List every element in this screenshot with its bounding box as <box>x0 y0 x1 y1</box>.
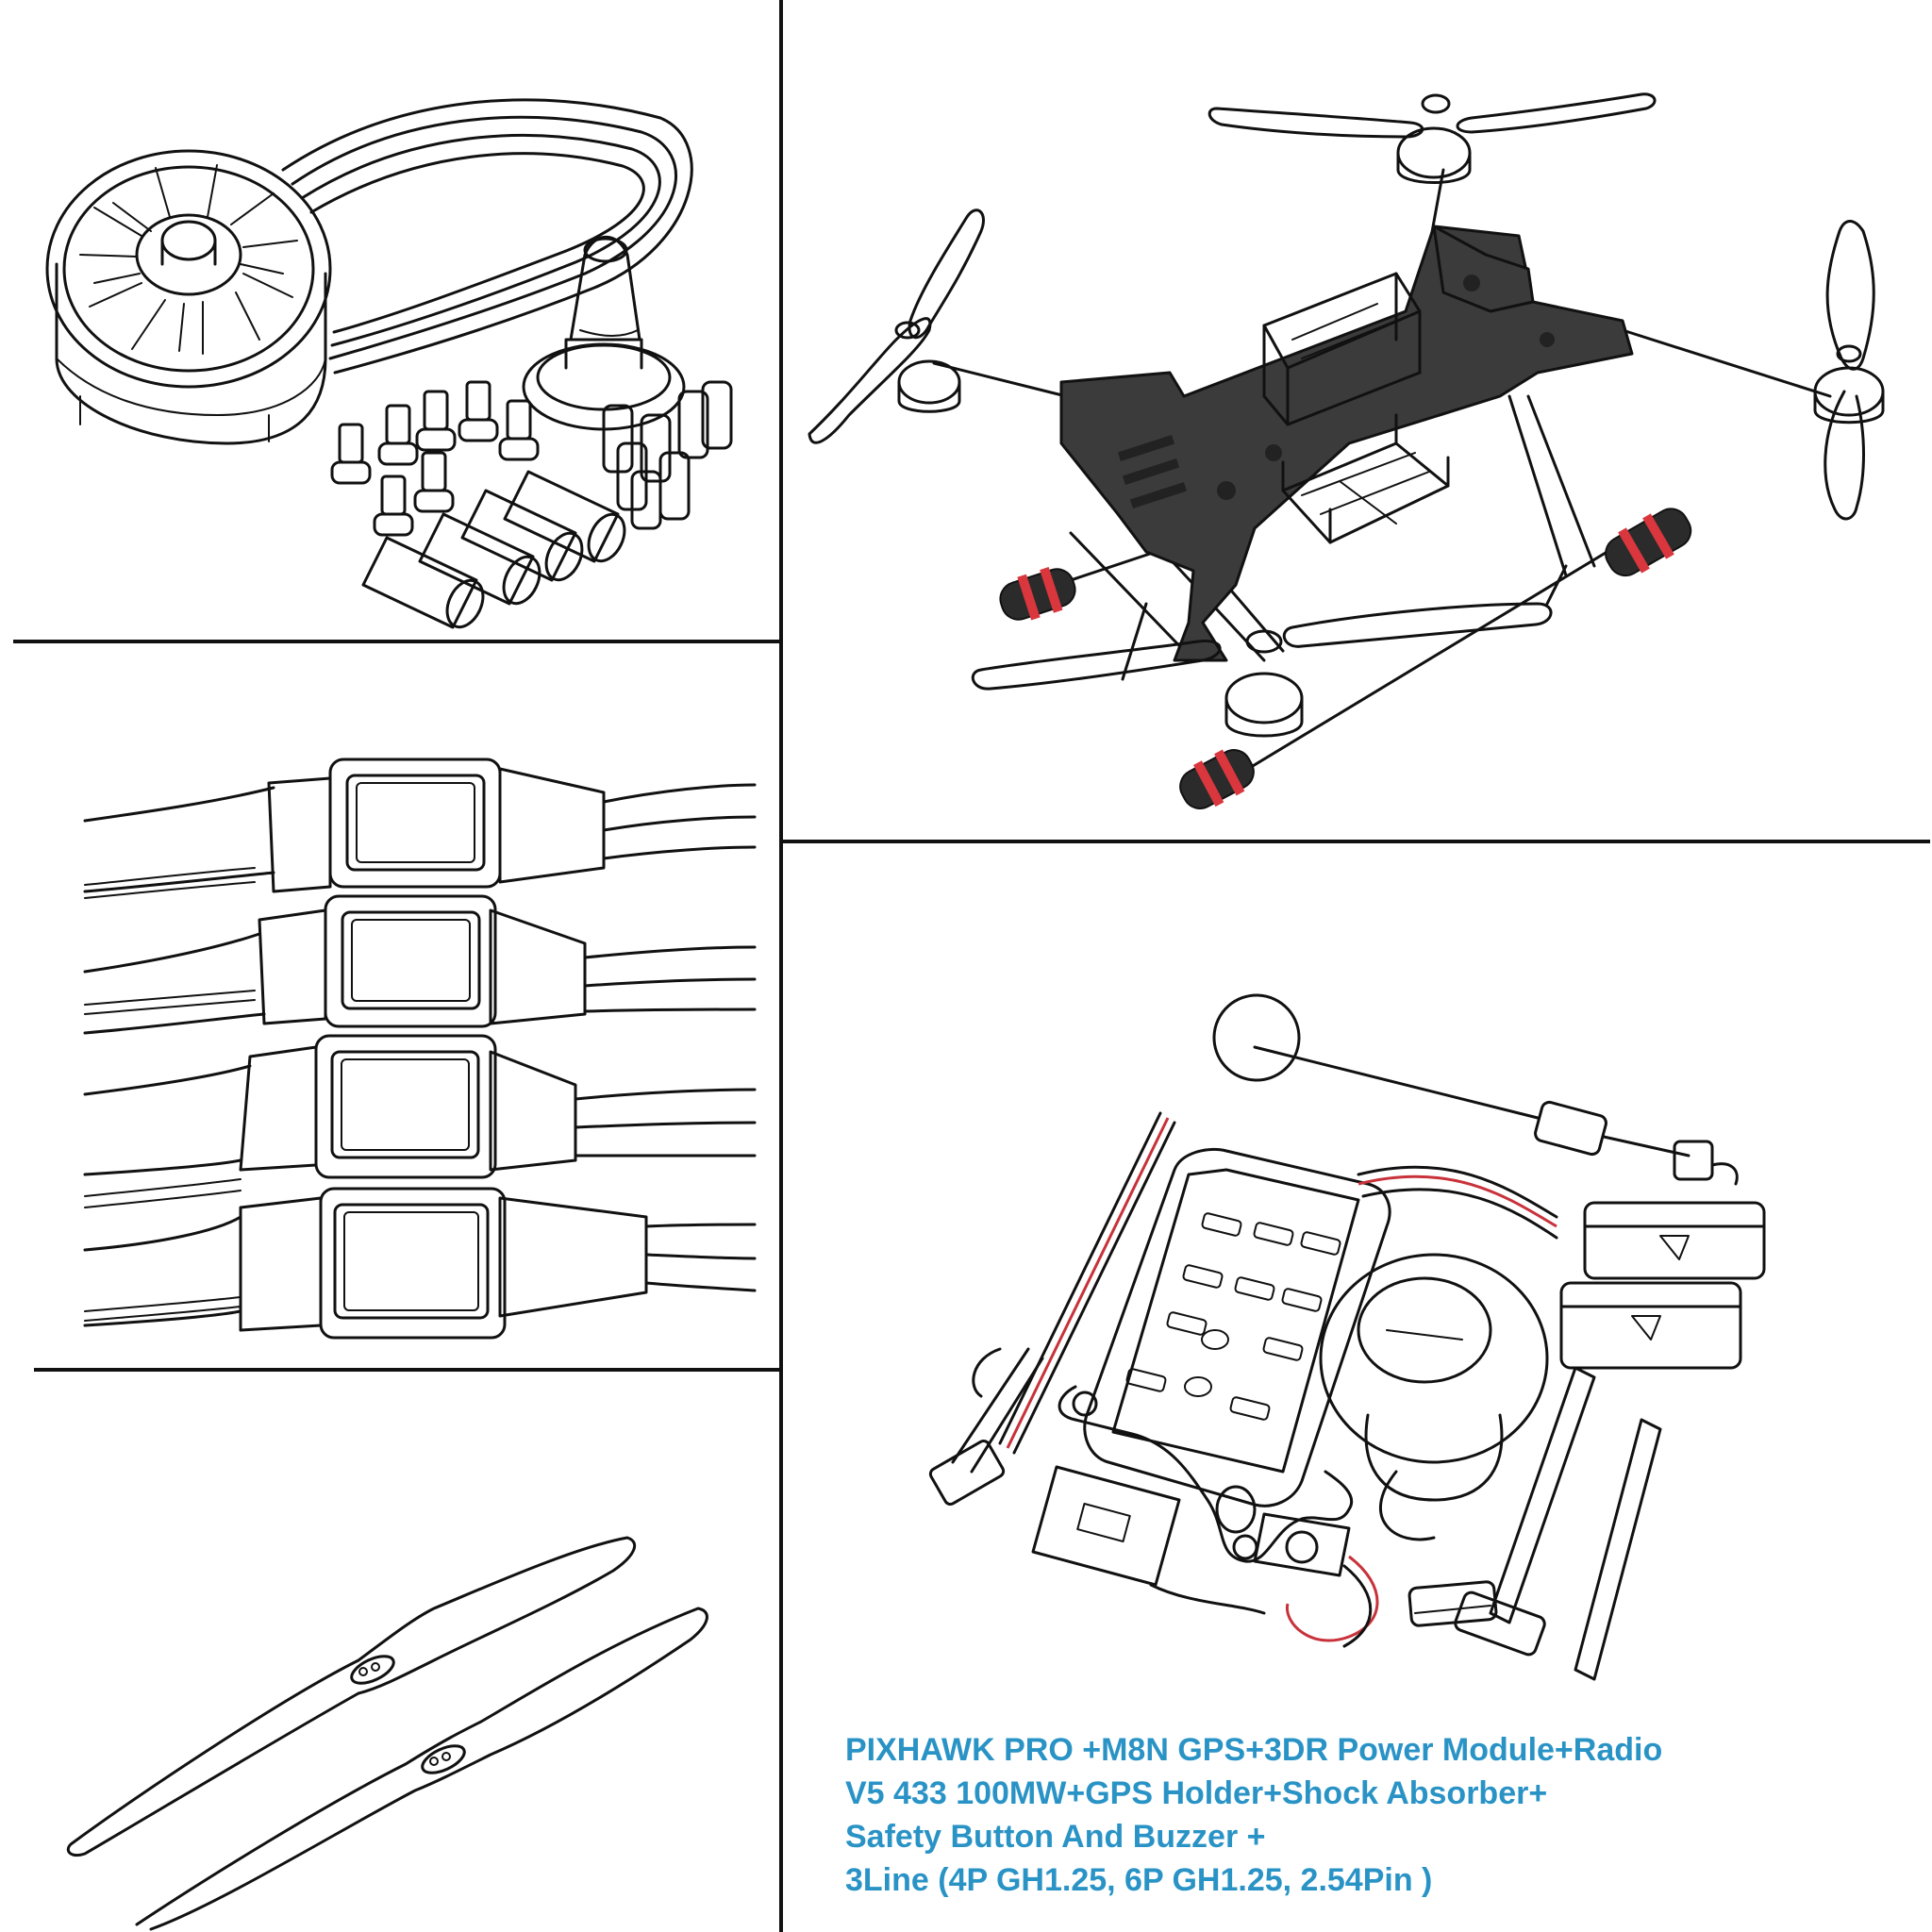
safety-switch-icon <box>1031 1465 1379 1648</box>
rotor-rear-left <box>1208 92 1657 184</box>
product-caption: PIXHAWK PRO +M8N GPS+3DR Power Module+Ra… <box>845 1728 1902 1902</box>
caption-line-3: Safety Button And Buzzer + <box>845 1819 1266 1855</box>
battery-cage <box>1262 272 1450 544</box>
brushless-motor-icon <box>45 149 332 445</box>
esc-wires-right <box>574 783 757 1292</box>
caption-line-4: 3Line (4P GH1.25, 6P GH1.25, 2.54Pin ) <box>845 1862 1433 1898</box>
esc-wires-left <box>83 786 275 1327</box>
buzzer-icon <box>1407 1580 1498 1627</box>
gps-mast-icon <box>1212 993 1739 1186</box>
panel-dividers <box>13 0 1930 1932</box>
power-module-icon <box>928 1111 1176 1506</box>
gps-module-icon <box>1319 1253 1549 1541</box>
rotor-rear-right <box>1813 220 1885 521</box>
bullet-connectors-icon <box>602 380 733 530</box>
quadcopter-frame-panel <box>808 92 1885 809</box>
heat-shrink-tubes-icon <box>361 470 626 629</box>
frame-cutouts <box>1117 275 1555 509</box>
esc-icon <box>239 758 648 1340</box>
flight-controller-kit-panel <box>928 993 1766 1681</box>
propeller-icon-2 <box>135 1607 708 1931</box>
screws-icon <box>330 380 540 537</box>
rotor-front-left <box>808 208 985 444</box>
radio-antenna-icon <box>1454 1366 1662 1681</box>
flight-controller-icon <box>1058 1147 1391 1563</box>
landing-foam <box>999 508 1692 809</box>
propeller-icon <box>66 1536 637 1857</box>
propellers-panel <box>66 1536 708 1931</box>
esc-set-panel <box>83 758 757 1340</box>
quadcopter-icon <box>808 92 1885 809</box>
motor-kit-panel <box>45 98 733 629</box>
rotor-front-right <box>971 602 1553 738</box>
caption-line-2: V5 433 100MW+GPS Holder+Shock Absorber+ <box>845 1775 1548 1811</box>
prop-adapter-icon <box>522 235 686 431</box>
telemetry-radio-icon <box>1357 1165 1766 1370</box>
caption-line-1: PIXHAWK PRO +M8N GPS+3DR Power Module+Ra… <box>845 1732 1663 1768</box>
motor-wires <box>281 98 693 375</box>
